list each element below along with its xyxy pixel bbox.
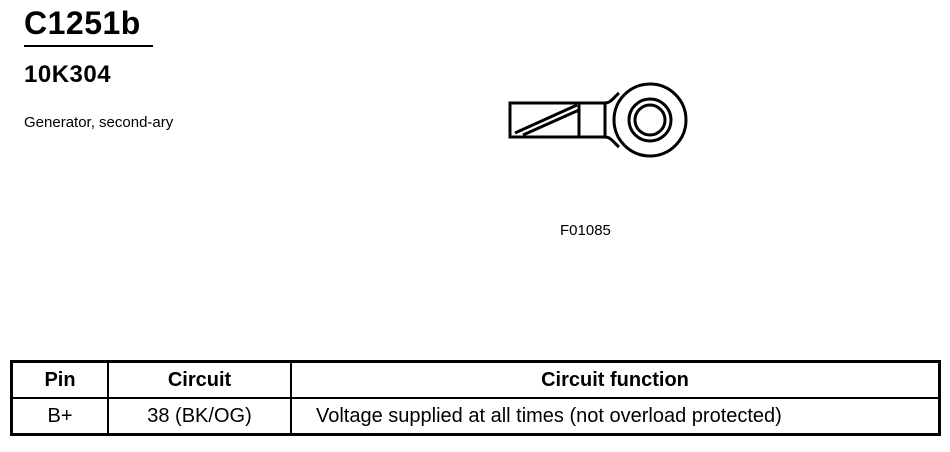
header-circuit: Circuit (107, 360, 292, 399)
part-number: 10K304 (24, 61, 112, 88)
crimp-line-1 (514, 103, 578, 135)
header-pin: Pin (10, 360, 109, 399)
pin-table: Pin Circuit Circuit function B+ 38 (BK/O… (10, 360, 941, 436)
header-circuit-function: Circuit function (290, 360, 941, 399)
cell-pin: B+ (10, 397, 109, 436)
connector-id: C1251b (24, 5, 141, 41)
title-underline (24, 45, 153, 47)
crimp-line-2 (522, 108, 580, 137)
ring-middle (627, 97, 673, 143)
ring-terminal-illustration (508, 82, 688, 158)
cell-circuit: 38 (BK/OG) (107, 397, 292, 436)
ring-inner (633, 103, 667, 137)
ring-outer (612, 82, 688, 158)
table-header-row: Pin Circuit Circuit function (10, 360, 941, 399)
terminal-neck (604, 91, 620, 149)
figure-code: F01085 (560, 222, 611, 239)
cell-circuit-function: Voltage supplied at all times (not overl… (290, 397, 941, 436)
table-row: B+ 38 (BK/OG) Voltage supplied at all ti… (10, 397, 941, 436)
connector-description: Generator, second-ary (24, 114, 174, 131)
